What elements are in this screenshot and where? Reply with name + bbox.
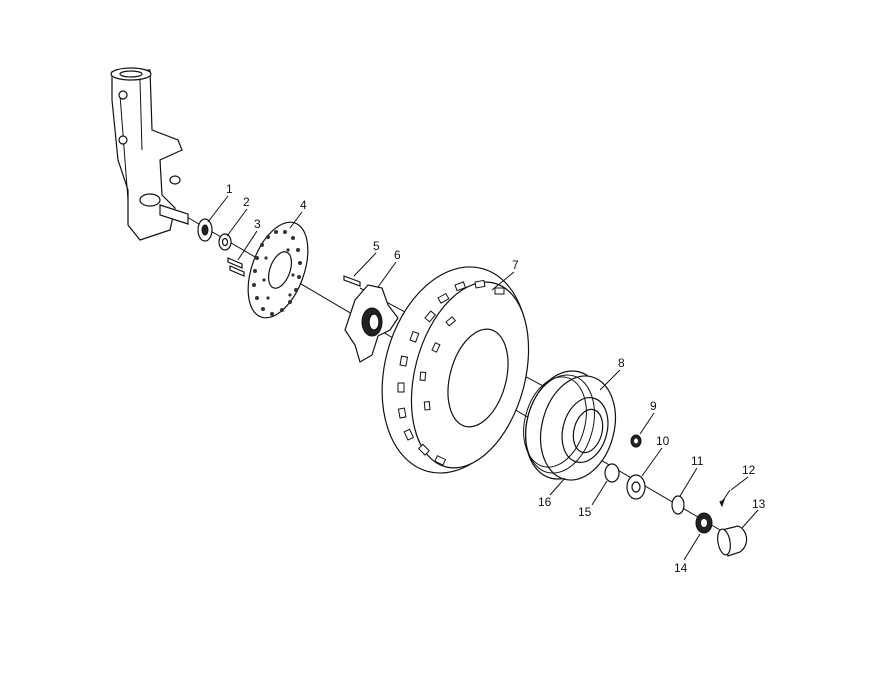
part-14-castle-nut xyxy=(695,512,713,534)
callout-5: 5 xyxy=(373,239,380,253)
part-7-tire xyxy=(381,266,530,474)
steering-knuckle xyxy=(110,67,189,241)
part-3-bolts xyxy=(227,257,245,277)
callout-12: 12 xyxy=(742,463,756,477)
part-15-spacer xyxy=(604,463,620,483)
callout-8: 8 xyxy=(618,356,625,370)
part-10-washer xyxy=(626,474,646,500)
part-13-hub-cap xyxy=(717,525,748,557)
callout-2: 2 xyxy=(243,195,250,209)
callout-4: 4 xyxy=(300,198,307,212)
part-9-nut xyxy=(630,434,642,448)
callout-11: 11 xyxy=(691,454,704,468)
callout-9: 9 xyxy=(650,399,657,413)
callout-14: 14 xyxy=(674,561,688,575)
part-11-flat-washer xyxy=(671,495,685,515)
part-1-seal xyxy=(197,218,213,242)
callout-16: 16 xyxy=(538,495,552,509)
callout-1: 1 xyxy=(226,182,233,196)
part-4-brake-disc xyxy=(247,221,309,319)
part-12-cotter-pin xyxy=(719,489,731,508)
part-6-hub xyxy=(344,284,399,363)
callout-6: 6 xyxy=(394,248,401,262)
leader-lines xyxy=(207,195,759,561)
part-5-stud-bolt xyxy=(343,275,361,287)
callout-13: 13 xyxy=(752,497,766,511)
callout-10: 10 xyxy=(656,434,670,448)
part-2-bearing xyxy=(218,233,232,251)
callout-15: 15 xyxy=(578,505,592,519)
callout-3: 3 xyxy=(254,217,261,231)
callout-7: 7 xyxy=(512,258,519,272)
part-8-rim xyxy=(523,370,616,481)
